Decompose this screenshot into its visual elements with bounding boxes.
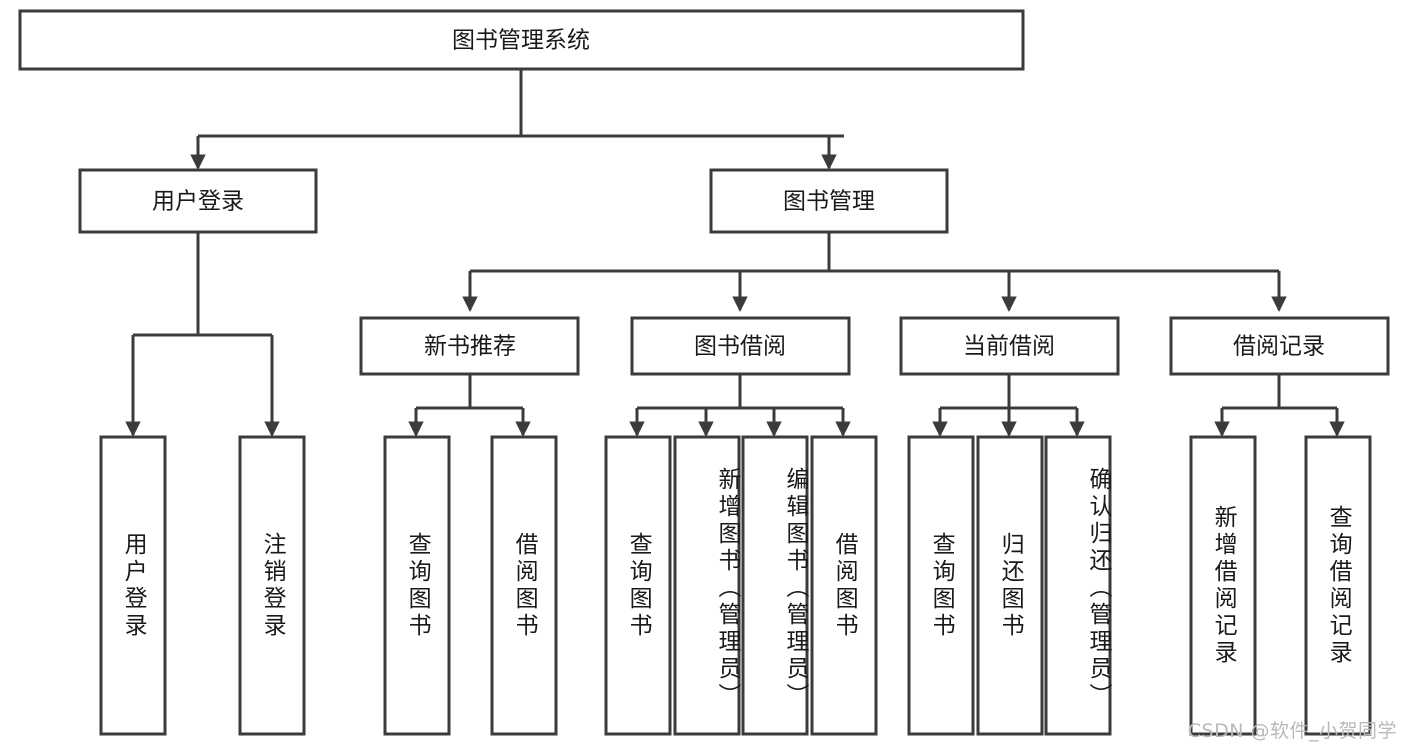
edge-group-book-borrow	[629, 374, 851, 437]
edge-group-new-book-rec	[408, 374, 531, 437]
node-new-book-rec[interactable]: 新书推荐	[359, 316, 580, 376]
node-box-leaf-query-book-1[interactable]	[383, 435, 451, 736]
edge-group-root	[190, 69, 844, 170]
node-box-leaf-return-book[interactable]	[976, 435, 1044, 736]
node-box-leaf-borrow-book-1[interactable]	[490, 435, 558, 736]
node-book-management-system[interactable]: 图书管理系统	[18, 9, 1025, 71]
node-book-manage[interactable]: 图书管理	[709, 168, 949, 234]
node-box-leaf-query-book-2[interactable]	[604, 435, 672, 736]
node-label-root: 图书管理系统	[452, 28, 590, 54]
node-box-borrow-record[interactable]	[1169, 316, 1390, 376]
node-label-borrow-record: 借阅记录	[1233, 334, 1325, 360]
node-label-current-borrow: 当前借阅	[963, 334, 1055, 360]
node-box-current-borrow[interactable]	[899, 316, 1120, 376]
node-label-book-manage: 图书管理	[783, 189, 875, 215]
edge-group-current-borrow	[932, 374, 1085, 437]
node-current-borrow[interactable]: 当前借阅	[899, 316, 1120, 376]
node-box-leaf-confirm-return[interactable]	[1044, 435, 1112, 736]
node-box-leaf-logout[interactable]	[238, 435, 306, 736]
node-box-leaf-edit-book[interactable]	[741, 435, 809, 736]
leaf-box-group	[99, 435, 1372, 736]
csdn-watermark: CSDN @软件_小贺同学	[1187, 720, 1397, 742]
node-borrow-record[interactable]: 借阅记录	[1169, 316, 1390, 376]
node-box-book-borrow[interactable]	[630, 316, 851, 376]
node-box-root[interactable]	[18, 9, 1025, 71]
node-book-borrow[interactable]: 图书借阅	[630, 316, 851, 376]
node-box-user-login[interactable]	[78, 168, 318, 234]
node-label-new-book-rec: 新书推荐	[424, 334, 516, 360]
node-box-leaf-user-login[interactable]	[99, 435, 167, 736]
edge-group-borrow-record	[1214, 374, 1345, 437]
node-label-book-borrow: 图书借阅	[694, 334, 786, 360]
node-box-leaf-add-book[interactable]	[673, 435, 741, 736]
node-box-new-book-rec[interactable]	[359, 316, 580, 376]
edge-group-book-manage	[462, 232, 1287, 312]
node-label-user-login: 用户登录	[152, 189, 244, 215]
node-box-leaf-borrow-book-2[interactable]	[810, 435, 878, 736]
node-box-leaf-query-book-3[interactable]	[907, 435, 975, 736]
node-user-login[interactable]: 用户登录	[78, 168, 318, 234]
node-box-book-manage[interactable]	[709, 168, 949, 234]
node-box-leaf-query-record[interactable]	[1304, 435, 1372, 736]
edge-group-user-login	[125, 232, 280, 437]
node-box-leaf-add-record[interactable]	[1189, 435, 1257, 736]
